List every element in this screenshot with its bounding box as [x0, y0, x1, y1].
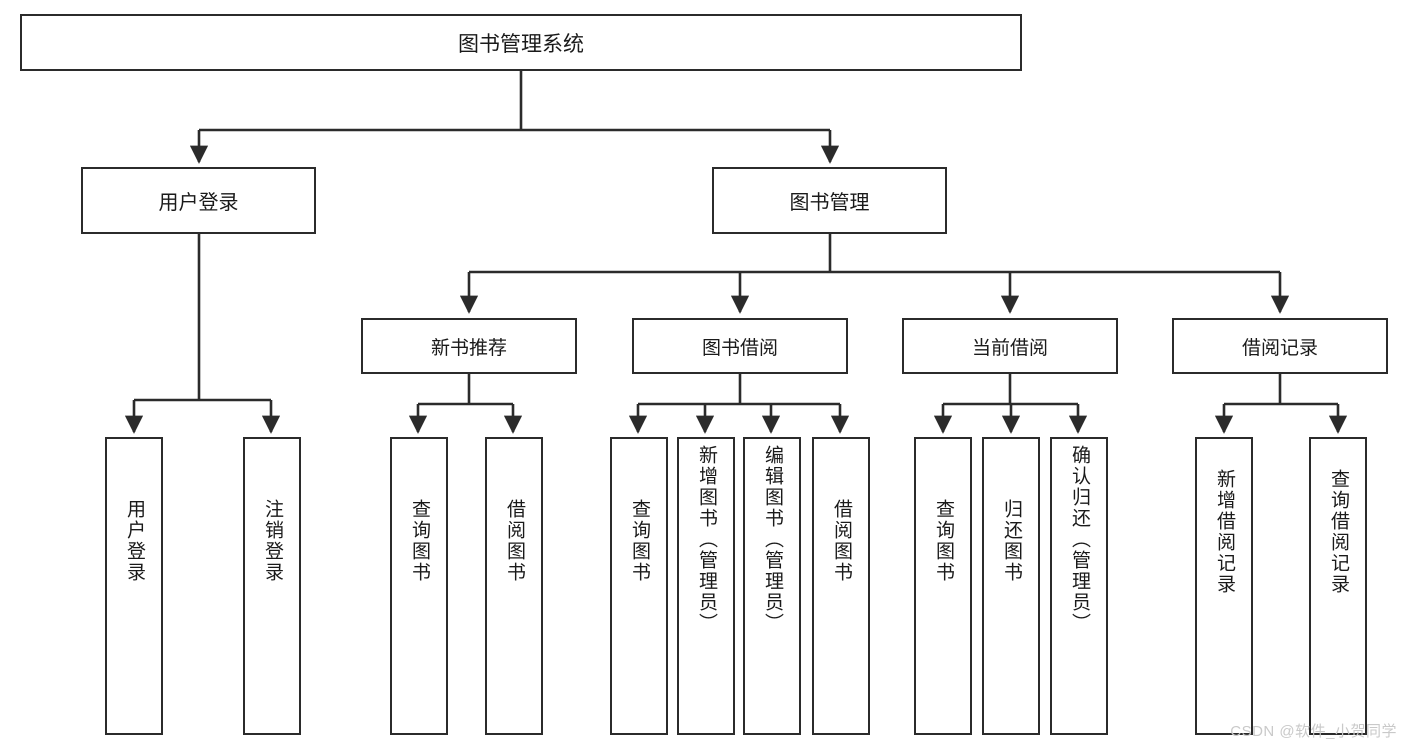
leaf-user-login-1[interactable]: 用户登录 [105, 437, 163, 735]
node-borrow-record-label: 借阅记录 [1241, 337, 1318, 359]
leaf-book-borrow-3[interactable]: 编辑图书（管理员） [743, 437, 801, 735]
leaf-user-login-2[interactable]: 注销登录 [243, 437, 301, 735]
node-new-book-recommend-label: 新书推荐 [430, 337, 507, 359]
leaf-book-borrow-4[interactable]: 借阅图书 [812, 437, 870, 735]
node-root[interactable]: 图书管理系统 [20, 14, 1022, 71]
node-book-manage[interactable]: 图书管理 [712, 167, 947, 234]
leaf-new-book-1[interactable]: 查询图书 [390, 437, 448, 735]
leaf-user-login-1-label: 用户登录 [123, 499, 145, 583]
node-current-borrow[interactable]: 当前借阅 [902, 318, 1118, 374]
leaf-book-borrow-1-label: 查询图书 [628, 499, 650, 583]
leaf-current-borrow-1[interactable]: 查询图书 [914, 437, 972, 735]
leaf-new-book-2[interactable]: 借阅图书 [485, 437, 543, 735]
node-book-borrow[interactable]: 图书借阅 [632, 318, 848, 374]
node-user-login[interactable]: 用户登录 [81, 167, 316, 234]
node-current-borrow-label: 当前借阅 [971, 337, 1048, 359]
watermark: CSDN @软件_小贺同学 [1230, 723, 1397, 740]
leaf-current-borrow-3-label: 确认归还（管理员） [1068, 445, 1090, 634]
leaf-user-login-2-label: 注销登录 [261, 499, 283, 583]
leaf-book-borrow-2-label: 新增图书（管理员） [695, 445, 717, 634]
leaf-current-borrow-1-label: 查询图书 [932, 499, 954, 583]
node-root-label: 图书管理系统 [458, 32, 584, 56]
leaf-current-borrow-3[interactable]: 确认归还（管理员） [1050, 437, 1108, 735]
leaf-book-borrow-3-label: 编辑图书（管理员） [761, 445, 783, 634]
leaf-borrow-record-2-label: 查询借阅记录 [1327, 469, 1349, 595]
leaf-book-borrow-2[interactable]: 新增图书（管理员） [677, 437, 735, 735]
node-user-login-label: 用户登录 [158, 192, 239, 214]
node-borrow-record[interactable]: 借阅记录 [1172, 318, 1388, 374]
leaf-new-book-2-label: 借阅图书 [503, 499, 525, 583]
node-new-book-recommend[interactable]: 新书推荐 [361, 318, 577, 374]
leaf-current-borrow-2-label: 归还图书 [1000, 499, 1022, 583]
leaf-new-book-1-label: 查询图书 [408, 499, 430, 583]
leaf-book-borrow-1[interactable]: 查询图书 [610, 437, 668, 735]
leaf-borrow-record-1[interactable]: 新增借阅记录 [1195, 437, 1253, 735]
leaf-borrow-record-1-label: 新增借阅记录 [1213, 469, 1235, 595]
leaf-borrow-record-2[interactable]: 查询借阅记录 [1309, 437, 1367, 735]
node-book-manage-label: 图书管理 [789, 192, 870, 214]
node-book-borrow-label: 图书借阅 [701, 337, 778, 359]
leaf-book-borrow-4-label: 借阅图书 [830, 499, 852, 583]
leaf-current-borrow-2[interactable]: 归还图书 [982, 437, 1040, 735]
